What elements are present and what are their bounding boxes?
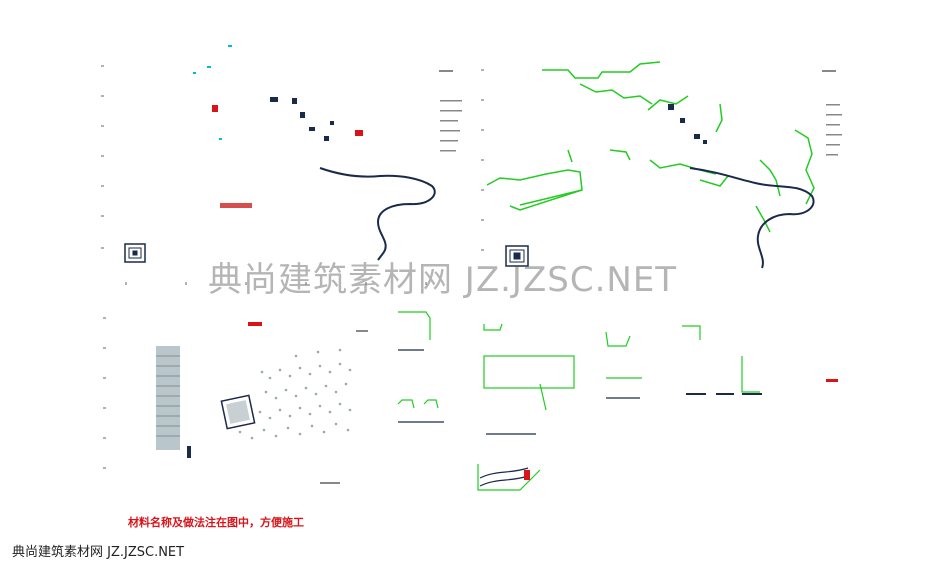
plan-sheet-top-left <box>101 45 462 285</box>
winding-path-dark-tr <box>689 167 815 269</box>
dotted-paving-field <box>238 348 352 440</box>
path-stones-tl <box>270 97 334 141</box>
red-title-bl <box>248 322 262 326</box>
plan-sheet-top-right <box>481 61 842 269</box>
detail-sheets <box>397 311 838 491</box>
sheet-frame-ticks-tl <box>101 65 427 285</box>
winding-path-dark <box>319 167 436 261</box>
green-outlines-tr <box>486 61 815 233</box>
cyan-marks-tl <box>193 45 232 140</box>
bottom-red-caption: 材料名称及做法注在图中，方便施工 <box>128 516 304 529</box>
tilted-square-feature <box>220 394 256 430</box>
paving-sheet-bottom-left <box>103 317 368 484</box>
red-marker-2 <box>355 130 363 136</box>
north-symbol-tl <box>124 243 146 263</box>
watermark-center: 典尚建筑素材网 JZ.JZSC.NET <box>208 260 678 300</box>
plan-label-tl <box>220 203 252 208</box>
notes-block-tl <box>439 70 462 152</box>
hatched-strip <box>156 346 180 450</box>
red-marker-1 <box>212 105 218 112</box>
north-symbol-tr <box>505 245 529 267</box>
watermark-bottom-left: 典尚建筑素材网 JZ.JZSC.NET <box>12 545 185 560</box>
